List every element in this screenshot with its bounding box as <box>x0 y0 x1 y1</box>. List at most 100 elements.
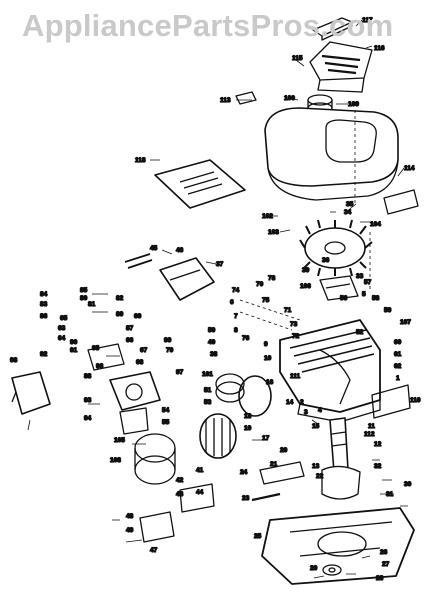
small-gasket <box>235 91 257 105</box>
part-label: 115 <box>292 55 303 62</box>
carburetor <box>87 343 161 435</box>
decal <box>383 189 419 215</box>
part-label: 18 <box>244 413 252 420</box>
part-label: 48 <box>126 513 134 520</box>
leader-lines <box>27 19 408 579</box>
part-label: 26 <box>380 549 388 556</box>
part-label: 66 <box>126 337 134 344</box>
spark-plug <box>124 253 153 269</box>
part-label: 80 <box>80 295 88 302</box>
part-label: 89 <box>116 311 124 318</box>
part-label: 76 <box>242 335 250 342</box>
part-label: 32 <box>374 463 382 470</box>
part-label: 6 <box>230 299 234 306</box>
flywheel <box>299 219 373 277</box>
part-label: 41 <box>196 467 204 474</box>
part-label: 21 <box>270 461 278 468</box>
air-filter <box>154 159 246 209</box>
part-label: 96 <box>96 363 104 370</box>
part-label: 23 <box>242 495 250 502</box>
part-label: 56 <box>340 295 348 302</box>
part-label: 42 <box>176 477 184 484</box>
part-label: 81 <box>88 301 96 308</box>
part-label: 78 <box>268 275 276 282</box>
part-label: 116 <box>374 45 385 52</box>
part-label: 50 <box>208 327 216 334</box>
part-label: 16 <box>266 379 274 386</box>
part-label: 65 <box>60 315 68 322</box>
part-label: 43 <box>176 491 184 498</box>
part-label: 91 <box>70 347 78 354</box>
oil-seal <box>322 564 342 576</box>
part-label: 64 <box>58 335 66 342</box>
part-label: 24 <box>240 469 248 476</box>
side-gasket <box>371 384 411 419</box>
part-label: 1 <box>396 375 400 382</box>
part-label: 60 <box>394 339 402 346</box>
part-label: 70 <box>256 281 264 288</box>
site-watermark: AppliancePartsPros.com <box>22 8 394 43</box>
part-label: 117 <box>362 17 373 24</box>
part-label: 69 <box>134 313 142 320</box>
part-label: 5 <box>362 291 366 298</box>
part-label: 88 <box>84 373 92 380</box>
part-label: 85 <box>80 287 88 294</box>
part-label: 14 <box>286 399 294 406</box>
part-label: 44 <box>196 489 204 496</box>
part-label: 39 <box>302 267 310 274</box>
part-label: 103 <box>268 229 279 236</box>
part-label: 95 <box>92 345 100 352</box>
part-label: 3 <box>304 409 308 416</box>
intake-gasket <box>139 483 215 543</box>
part-label: 58 <box>372 295 380 302</box>
part-label: 12 <box>374 441 382 448</box>
part-label: 110 <box>410 397 421 404</box>
part-label: 61 <box>394 351 402 358</box>
part-label: 51 <box>204 387 212 394</box>
part-label: 97 <box>176 369 184 376</box>
part-label: 30 <box>404 481 412 488</box>
part-label: 35 <box>346 201 354 208</box>
connecting-rod <box>251 461 305 502</box>
part-label: 57 <box>364 279 372 286</box>
part-label: 108 <box>110 457 121 464</box>
air-filter-element <box>199 413 237 459</box>
part-label: 90 <box>70 339 78 346</box>
part-label: 94 <box>84 415 92 422</box>
part-label: 34 <box>344 209 352 216</box>
part-label: 104 <box>370 221 381 228</box>
part-label: 4 <box>318 407 322 414</box>
starter-handle-cover <box>309 41 373 93</box>
part-label: 113 <box>220 97 231 104</box>
part-label: 54 <box>162 407 170 414</box>
part-label: 118 <box>135 157 146 164</box>
part-label: 99 <box>164 337 172 344</box>
engine-base <box>261 507 415 585</box>
part-label: 79 <box>166 347 174 354</box>
part-label: 100 <box>284 95 295 102</box>
part-label: 107 <box>400 319 411 326</box>
part-label: 74 <box>232 287 240 294</box>
part-label: 63 <box>58 325 66 332</box>
part-label: 59 <box>384 307 392 314</box>
part-label: 36 <box>322 257 330 264</box>
part-label: 68 <box>136 359 144 366</box>
part-label: 9 <box>264 341 268 348</box>
part-label: 8 <box>234 327 238 334</box>
part-label: 106 <box>300 283 311 290</box>
part-label: 62 <box>394 363 402 370</box>
part-label: 37 <box>216 261 224 268</box>
part-label: 114 <box>404 165 415 172</box>
part-label: 82 <box>116 295 124 302</box>
part-label: 72 <box>292 333 300 340</box>
part-label: 84 <box>40 291 48 298</box>
part-label: 13 <box>312 463 320 470</box>
part-label: 19 <box>244 425 252 432</box>
part-label: 10 <box>264 355 272 362</box>
part-label: 7 <box>234 313 238 320</box>
part-label: 105 <box>114 437 125 444</box>
fuel-filter <box>134 433 176 485</box>
part-label: 17 <box>262 435 270 442</box>
part-label: 86 <box>40 313 48 320</box>
